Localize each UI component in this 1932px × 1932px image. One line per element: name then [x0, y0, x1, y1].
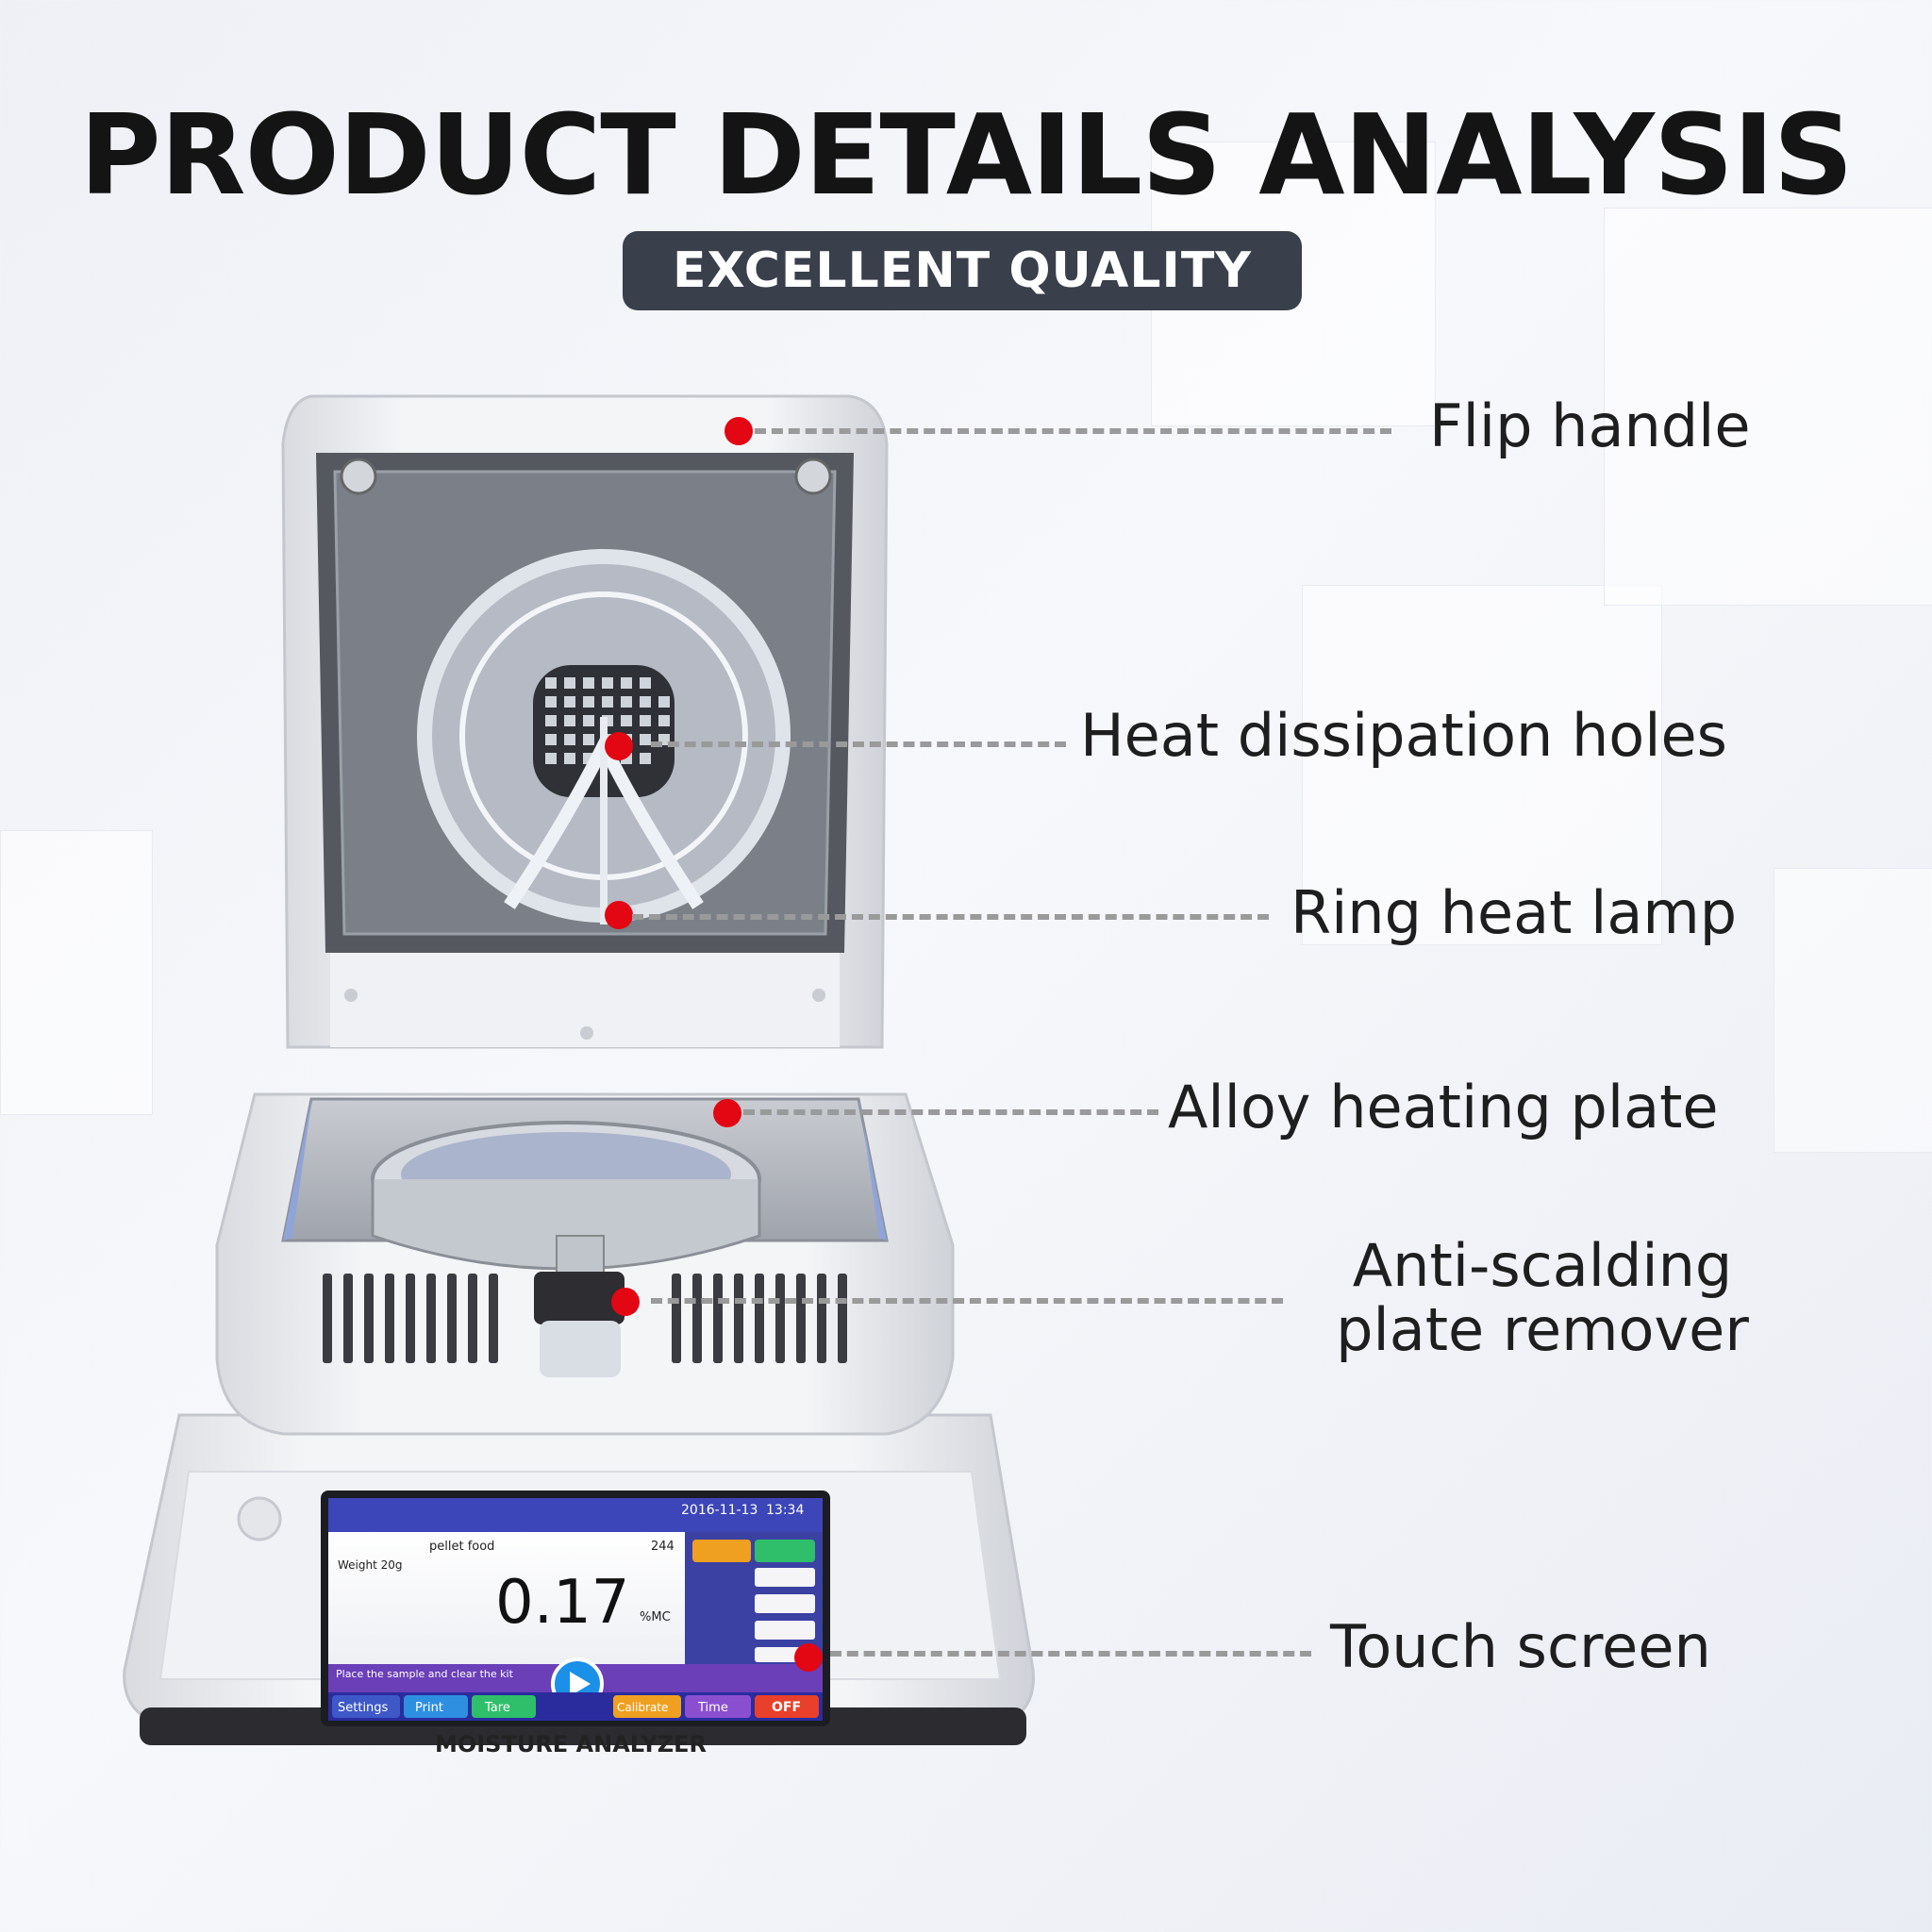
callout-label-alloy-heating-plate: Alloy heating plate	[1168, 1073, 1719, 1141]
page-title: PRODUCT DETAILS ANALYSIS	[79, 90, 1854, 220]
subtitle-badge: EXCELLENT QUALITY	[623, 231, 1302, 310]
callout-dot-flip-handle	[724, 417, 753, 445]
callout-label-ring-heat-lamp: Ring heat lamp	[1291, 878, 1738, 947]
callout-leader-touch-screen	[830, 1651, 1311, 1657]
screen-prompt: Place the sample and clear the kit	[336, 1668, 514, 1680]
screen-button-print: Print	[415, 1701, 443, 1715]
screen-button-tare: Tare	[484, 1701, 510, 1715]
screen-time: 13:34	[766, 1503, 804, 1518]
bg-square	[1774, 868, 1932, 1153]
callout-label-anti-scalding-plate-remover: Anti-scalding plate remover	[1316, 1231, 1769, 1365]
callout-label-line: Anti-scalding	[1352, 1231, 1733, 1300]
screen-unit: %MC	[640, 1610, 671, 1624]
callout-label-flip-handle: Flip handle	[1429, 391, 1751, 460]
screen-weight: Weight 20g	[338, 1558, 403, 1572]
screen-reading: 0.17	[495, 1568, 630, 1638]
bg-square	[1604, 208, 1932, 606]
screen-button-settings: Settings	[338, 1701, 389, 1715]
callout-leader-alloy-heating-plate	[743, 1109, 1158, 1115]
bg-square	[0, 830, 153, 1115]
screen-composition: pellet food	[429, 1540, 494, 1554]
callout-dot-ring-heat-lamp	[605, 901, 633, 929]
callout-dot-touch-screen	[794, 1643, 823, 1672]
callout-leader-anti-scalding-plate-remover	[651, 1298, 1283, 1304]
screen-date: 2016-11-13	[681, 1503, 758, 1518]
screen-button-calibrate: Calibrate	[617, 1701, 668, 1714]
screen-serial: 244	[651, 1540, 675, 1554]
callout-leader-heat-dissipation-holes	[651, 741, 1066, 747]
bg-square	[1302, 585, 1662, 945]
screen-button-time: Time	[697, 1701, 728, 1715]
callout-leader-ring-heat-lamp	[632, 914, 1269, 920]
brand-label: MOISTURE ANALYZER	[435, 1731, 707, 1757]
callout-leader-flip-handle	[755, 428, 1391, 434]
callout-dot-heat-dissipation-holes	[605, 732, 633, 760]
callout-dot-anti-scalding-plate-remover	[611, 1288, 640, 1316]
callout-label-line: plate remover	[1336, 1295, 1749, 1365]
screen-button-off: OFF	[772, 1700, 801, 1715]
callout-label-touch-screen: Touch screen	[1330, 1612, 1711, 1681]
callout-dot-alloy-heating-plate	[713, 1099, 741, 1127]
callout-label-heat-dissipation-holes: Heat dissipation holes	[1080, 701, 1727, 770]
